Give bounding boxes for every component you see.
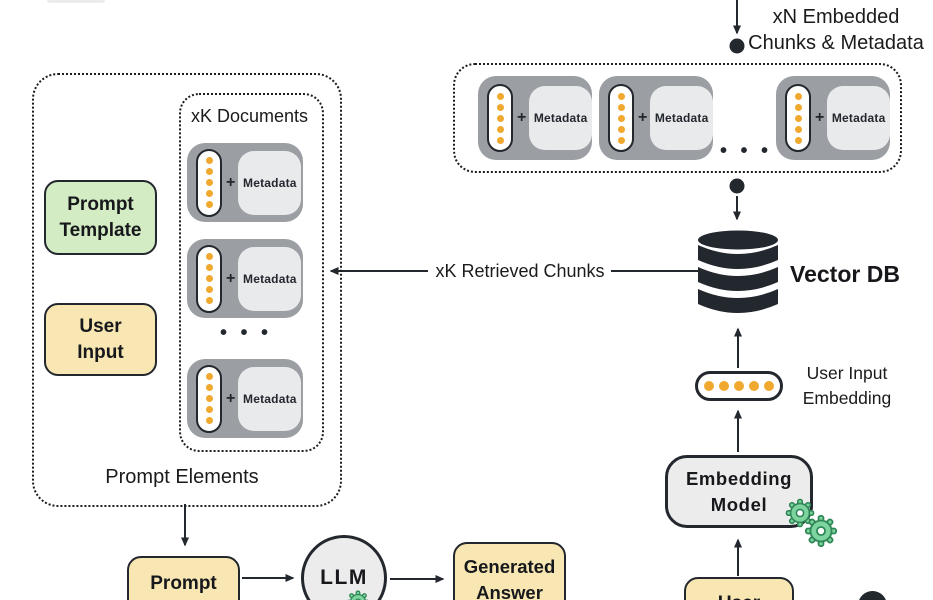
chunk-embedding-icon xyxy=(196,244,222,313)
retrieved-chunks-label: xK Retrieved Chunks xyxy=(435,261,605,281)
plus-sign: + xyxy=(517,109,527,126)
vector-db-icon xyxy=(696,230,780,318)
plus-sign: + xyxy=(226,389,236,407)
document-chunk: + Metadata xyxy=(187,239,303,318)
document-chunk: + Metadata xyxy=(187,359,303,438)
plus-sign: + xyxy=(638,109,648,126)
embedded-chunk: + Metadata xyxy=(478,76,592,160)
documents-container xyxy=(179,93,324,452)
document-chunk: + Metadata xyxy=(187,143,303,222)
gear-icon xyxy=(785,498,815,528)
metadata-card: Metadata xyxy=(529,86,592,150)
metadata-card: Metadata xyxy=(827,86,890,150)
metadata-card: Metadata xyxy=(238,366,302,431)
caption-line1: xN Embedded xyxy=(772,6,900,28)
ellipsis-more-chunks: • • • xyxy=(719,140,773,162)
chunk-embedding-icon xyxy=(487,84,513,152)
prompt-elements-container xyxy=(32,73,342,507)
documents-label: xK Documents xyxy=(190,106,309,126)
metadata-card: Metadata xyxy=(238,150,302,215)
flow-dot-bottom xyxy=(858,591,887,600)
embedded-chunk: + Metadata xyxy=(776,76,890,160)
metadata-card: Metadata xyxy=(650,86,713,150)
metadata-card: Metadata xyxy=(238,246,302,311)
user-input-node: User Input xyxy=(44,303,157,376)
gears-icon xyxy=(782,495,840,551)
gear-icon xyxy=(344,588,372,600)
user-input-embedding-icon xyxy=(695,371,783,401)
chunk-embedding-icon xyxy=(196,148,222,217)
plus-sign: + xyxy=(226,269,236,287)
prompt-template-node: Prompt Template xyxy=(44,180,157,255)
caption-line2: Chunks & Metadata xyxy=(748,32,924,54)
cropped-shape-artifact xyxy=(47,0,105,3)
embedded-chunk: + Metadata xyxy=(599,76,713,160)
prompt-elements-label: Prompt Elements xyxy=(105,466,259,488)
chunk-embedding-icon xyxy=(196,364,222,433)
chunk-embedding-icon xyxy=(785,84,811,152)
user-node: User xyxy=(684,577,794,600)
embedded-chunks-container xyxy=(453,63,902,173)
prompt-node: Prompt xyxy=(127,556,240,600)
plus-sign: + xyxy=(815,109,825,126)
llm-node: LLM xyxy=(301,535,387,600)
chunk-embedding-icon xyxy=(608,84,634,152)
generated-answer-node: Generated Answer xyxy=(453,542,566,600)
vector-db-label: Vector DB xyxy=(790,261,900,287)
flow-dot-mid xyxy=(729,178,745,194)
plus-sign: + xyxy=(226,173,236,191)
user-input-embedding-label: User Input Embedding xyxy=(802,363,892,408)
gear-icon xyxy=(804,514,838,548)
ellipsis-more-documents: • • • xyxy=(219,322,273,344)
embedded-chunks-caption: xN Embedded Chunks & Metadata xyxy=(742,4,930,56)
